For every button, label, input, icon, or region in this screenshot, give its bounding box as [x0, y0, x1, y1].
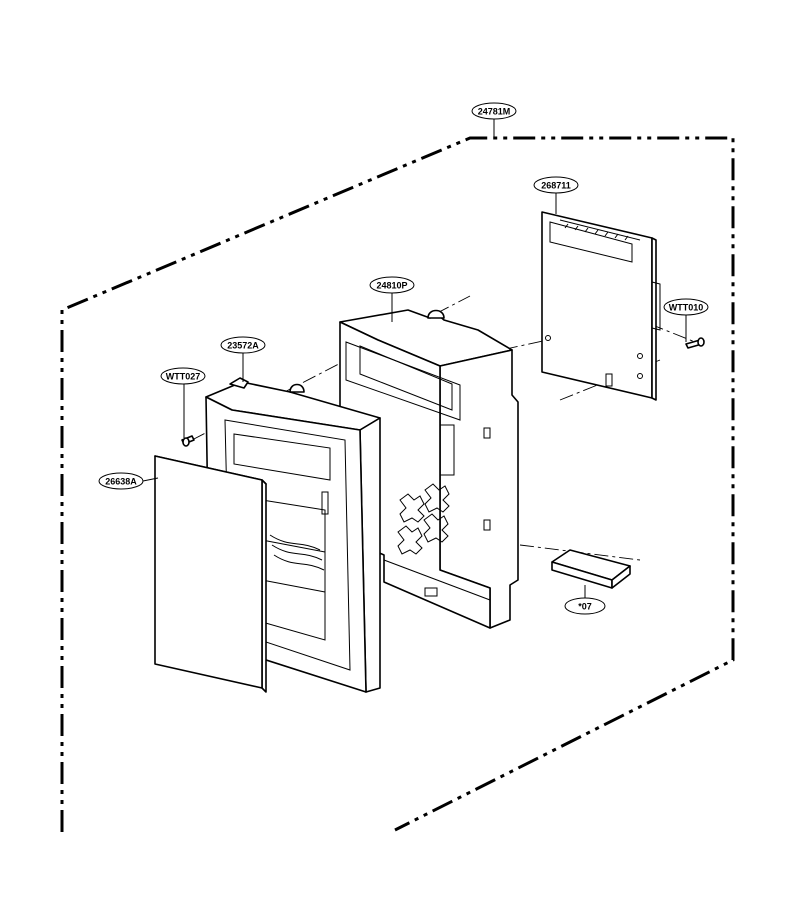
callout-WTT010: WTT010 — [663, 298, 709, 316]
keypad-cutouts — [397, 483, 450, 555]
callout-24781M: 24781M — [471, 102, 517, 120]
assembly-boundary — [60, 136, 735, 832]
callout-23572A: 23572A — [220, 336, 266, 354]
pcb-268711[interactable] — [541, 211, 661, 401]
svg-text:*07: *07 — [578, 602, 592, 612]
callout-26638A: 26638A — [98, 472, 144, 490]
svg-text:268711: 268711 — [541, 181, 571, 191]
svg-text:24810P: 24810P — [376, 281, 407, 291]
leader-lines — [142, 119, 687, 598]
callout-24810P: 24810P — [369, 276, 415, 294]
front-panel-26638A[interactable] — [154, 455, 267, 693]
svg-text:26638A: 26638A — [105, 477, 137, 487]
callout-268711: 268711 — [533, 176, 579, 194]
svg-text:WTT027: WTT027 — [166, 372, 201, 382]
callout-star07: *07 — [564, 597, 606, 615]
screw-WTT027[interactable] — [181, 435, 195, 447]
tag-star07[interactable] — [551, 549, 631, 589]
svg-text:WTT010: WTT010 — [669, 303, 704, 313]
screw-WTT010[interactable] — [685, 337, 705, 349]
svg-text:24781M: 24781M — [478, 107, 511, 117]
callout-WTT027: WTT027 — [160, 367, 206, 385]
svg-text:23572A: 23572A — [227, 341, 259, 351]
